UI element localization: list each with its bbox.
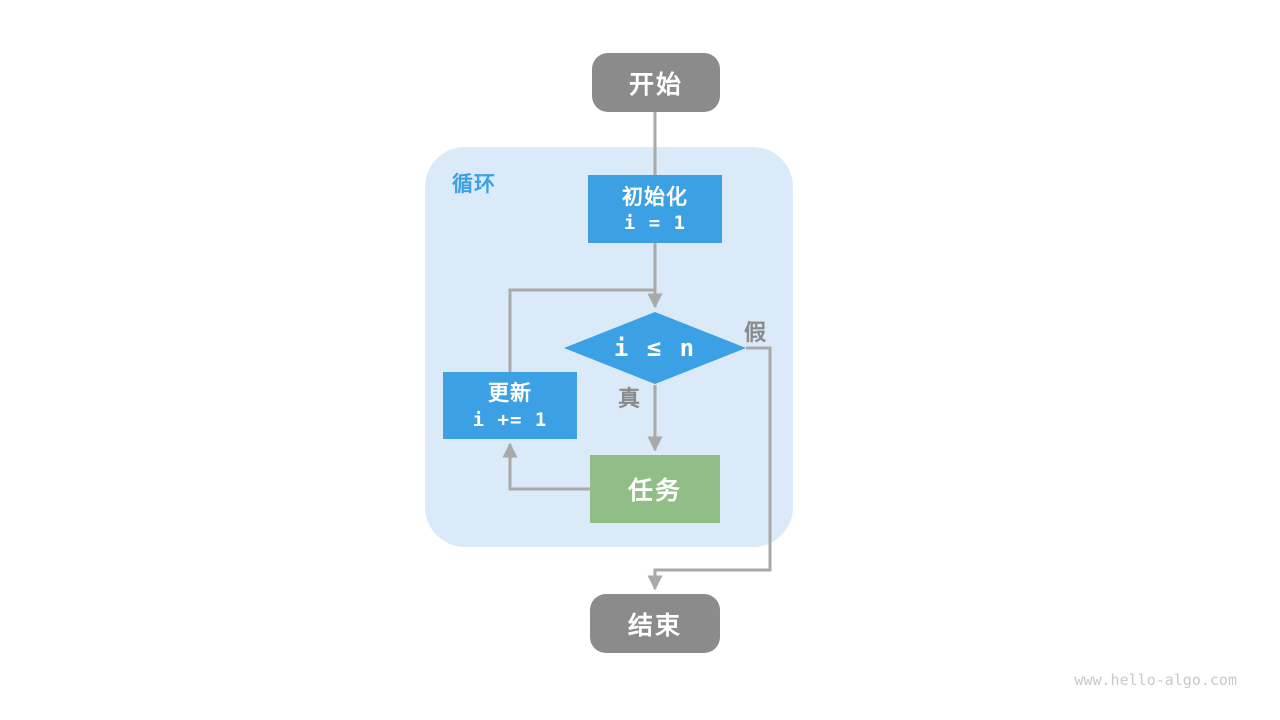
true-edge-label: 真 xyxy=(618,387,641,412)
condition-node-code: i ≤ n xyxy=(613,334,697,362)
end-node-label: 结束 xyxy=(627,610,682,640)
init-node-label: 初始化 xyxy=(622,184,688,209)
update-node: 更新 i += 1 xyxy=(443,372,577,439)
loop-label: 循环 xyxy=(452,172,496,196)
end-node: 结束 xyxy=(590,594,720,653)
update-node-label: 更新 xyxy=(488,381,532,406)
start-node: 开始 xyxy=(592,53,720,112)
start-node-label: 开始 xyxy=(628,69,683,99)
init-node: 初始化 i = 1 xyxy=(588,175,722,243)
init-node-code: i = 1 xyxy=(623,212,687,235)
task-node: 任务 xyxy=(590,455,720,523)
edge-update-loopback xyxy=(508,288,654,373)
condition-diamond-shape xyxy=(564,312,746,384)
watermark-text: www.hello-algo.com xyxy=(1074,671,1237,689)
false-edge-label: 假 xyxy=(744,321,767,346)
update-node-code: i += 1 xyxy=(472,408,548,431)
task-node-label: 任务 xyxy=(627,476,682,505)
edge-task-to-update xyxy=(502,442,590,491)
edge-condition-false-to-end xyxy=(647,346,772,591)
